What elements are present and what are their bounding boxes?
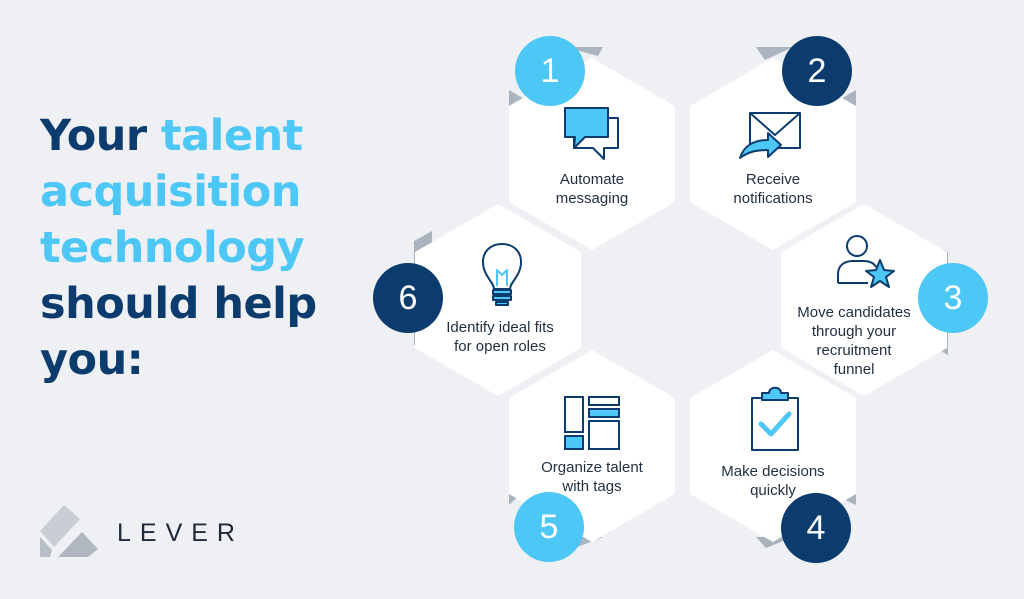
hexagon-2 (690, 58, 856, 250)
lightbulb-icon (482, 243, 522, 306)
step-5-label-line1: Organize talent (541, 459, 643, 476)
hexagon-3 (781, 204, 947, 396)
step-5-label-line2: with tags (562, 478, 622, 495)
step-6-label-line2: for open roles (454, 338, 546, 355)
step-3-badge: 3 (918, 263, 988, 333)
step-4-label-line2: quickly (750, 482, 796, 499)
step-6-label-line1: Identify ideal fits (446, 319, 554, 336)
headline: Your talent acquisition technology shoul… (40, 108, 360, 388)
step-3-label-line3: recruitment (816, 342, 892, 359)
clipboard-check-icon (751, 386, 799, 451)
step-4-badge: 4 (781, 493, 851, 563)
brand-name: LEVER (117, 519, 244, 547)
step-3-label: Move candidates through your recruitment… (774, 303, 934, 379)
step-6-badge: 6 (373, 263, 443, 333)
step-1-label-line1: Automate (559, 171, 625, 188)
step-1-label: Automate messaging (512, 170, 672, 208)
step-2-label: Receive notifications (693, 170, 853, 208)
headline-highlight: talent acquisition technology (40, 111, 305, 273)
headline-part1: Your (40, 111, 162, 161)
step-3-label-line2: through your (811, 323, 897, 340)
step-5-badge: 5 (514, 492, 584, 562)
tab-2-top (756, 47, 793, 60)
chat-bubbles-icon (564, 107, 619, 160)
layout-grid-icon (564, 396, 620, 450)
step-2-badge: 2 (782, 36, 852, 106)
hexagon-1 (509, 58, 675, 250)
step-4-label: Make decisions quickly (693, 462, 853, 500)
step-4-label-line1: Make decisions (721, 463, 825, 480)
lever-logo-icon (40, 505, 98, 557)
headline-part2: should help you: (40, 279, 317, 385)
step-6-label: Identify ideal fits for open roles (420, 318, 580, 356)
step-5-label: Organize talent with tags (512, 458, 672, 496)
step-1-badge: 1 (515, 36, 585, 106)
step-3-label-line1: Move candidates (797, 304, 911, 321)
step-3-label-line4: funnel (833, 361, 875, 378)
step-1-label-line2: messaging (555, 190, 629, 207)
person-star-icon (837, 235, 895, 288)
step-2-label-line1: Receive (745, 171, 801, 188)
envelope-arrow-icon (739, 112, 801, 159)
step-2-label-line2: notifications (733, 190, 813, 207)
